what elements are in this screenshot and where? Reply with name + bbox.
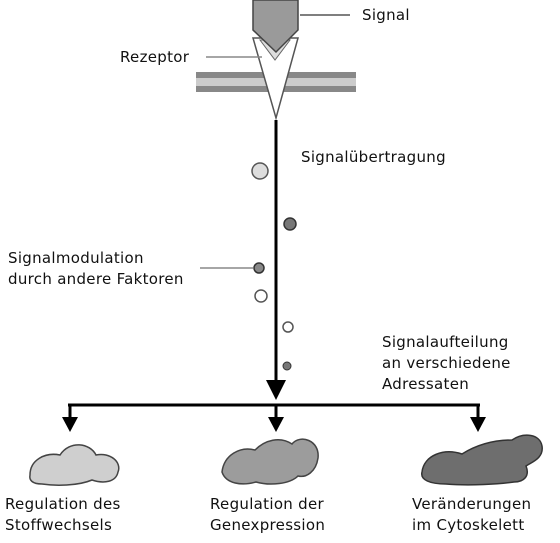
target-blob-genexpression: [221, 438, 319, 485]
branch-middle-arrowhead: [268, 417, 284, 432]
target-label-genexpression: Regulation der Genexpression: [210, 494, 325, 536]
signal-label: Signal: [362, 6, 410, 24]
target-label-line-2: Stoffwechsels: [5, 516, 113, 534]
target-label-line-1: Regulation der: [210, 495, 324, 513]
signal-dot: [253, 262, 265, 274]
target-blob-cytoskelett: [421, 434, 543, 486]
aufteilung-label: Signalaufteilung an verschiedene Adressa…: [382, 332, 511, 395]
modulation-label-line-1: Signalmodulation: [8, 249, 144, 267]
target-label-line-1: Veränderungen: [412, 495, 532, 513]
target-label-line-2: Genexpression: [210, 516, 326, 534]
target-label-line-1: Regulation des: [5, 495, 121, 513]
aufteilung-label-line-3: Adressaten: [382, 375, 470, 393]
target-label-line-2: im Cytoskelett: [412, 516, 525, 534]
aufteilung-label-line-2: an verschiedene: [382, 354, 511, 372]
target-label-cytoskelett: Veränderungen im Cytoskelett: [412, 494, 531, 536]
signal-molecule: [252, 0, 299, 54]
modulation-label-line-2: durch andere Faktoren: [8, 270, 184, 288]
signal-dot: [251, 162, 269, 180]
signal-dot: [282, 361, 292, 371]
signal-dot: [283, 217, 297, 231]
target-blob-stoffwechsel: [29, 444, 120, 486]
signaluebertragung-label: Signalübertragung: [301, 148, 446, 166]
signal-dot: [282, 321, 294, 333]
target-label-stoffwechsel: Regulation des Stoffwechsels: [5, 494, 121, 536]
branch-right-arrowhead: [470, 417, 486, 432]
rezeptor-label: Rezeptor: [120, 48, 190, 66]
aufteilung-label-line-1: Signalaufteilung: [382, 333, 509, 351]
main-arrowhead: [266, 380, 286, 400]
modulation-label: Signalmodulation durch andere Faktoren: [8, 248, 184, 290]
signal-dot: [254, 289, 268, 303]
branch-left-arrowhead: [62, 417, 78, 432]
